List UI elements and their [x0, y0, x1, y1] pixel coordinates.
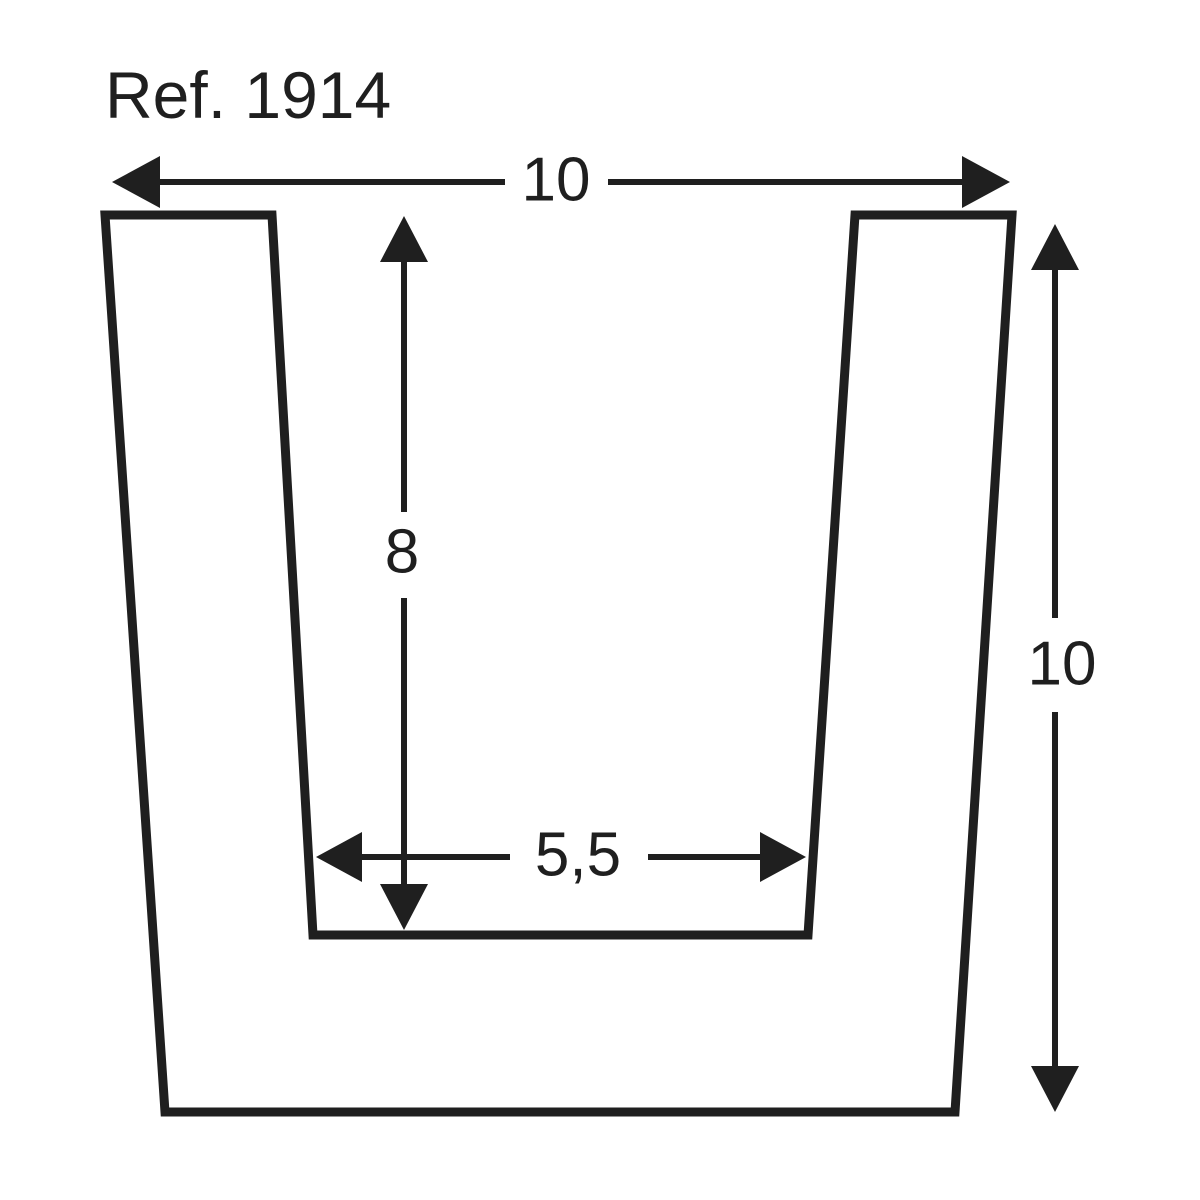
profile-shape-group: [100, 210, 1017, 1117]
u-channel-profile-outline: [100, 210, 1017, 1117]
dimension-overall-height: 10: [1028, 224, 1097, 1112]
drawing-title: Ref. 1914: [105, 58, 391, 132]
arrow-down-icon: [380, 884, 428, 930]
groove-depth-dim-label: 8: [385, 517, 419, 586]
arrow-up-icon: [1031, 224, 1079, 270]
overall-height-dim-label: 10: [1028, 629, 1097, 698]
dimension-groove-width: 5,5: [316, 820, 806, 889]
arrow-up-icon: [380, 216, 428, 262]
arrow-right-icon: [962, 156, 1010, 208]
groove-width-dim-label: 5,5: [535, 820, 621, 889]
arrow-right-icon: [760, 832, 806, 882]
dimension-overall-width: 10: [112, 145, 1010, 214]
overall-width-dim-label: 10: [522, 145, 591, 214]
arrow-down-icon: [1031, 1066, 1079, 1112]
arrow-left-icon: [112, 156, 160, 208]
arrow-left-icon: [316, 832, 362, 882]
dimension-groove-depth: 8: [380, 216, 428, 930]
